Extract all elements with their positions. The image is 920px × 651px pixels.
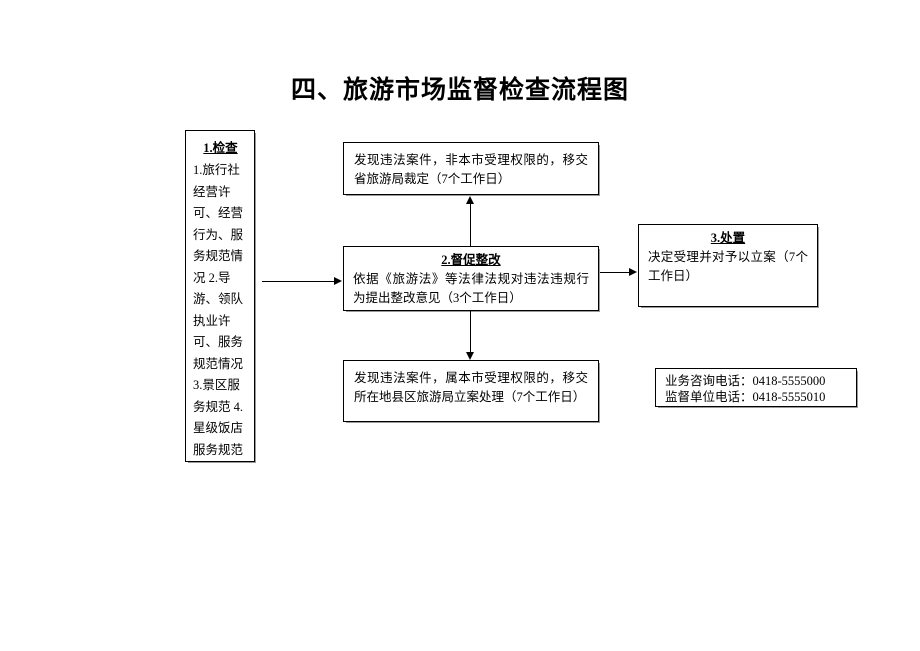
arrow-down-icon — [466, 352, 474, 360]
connector-line — [470, 311, 471, 353]
arrow-up-icon — [466, 196, 474, 204]
node-rectification: 2.督促整改 依据《旅游法》等法律法规对违法违规行为提出整改意见（3个工作日） — [343, 246, 599, 311]
node-disposal-title: 3.处置 — [710, 231, 746, 245]
connector-line — [262, 281, 335, 282]
contact-consult-phone: 业务咨询电话：0418-5555000 — [665, 374, 826, 388]
node-rectification-title: 2.督促整改 — [441, 253, 501, 267]
node-inspection-body: 1.旅行社经营许可、经营行为、服务规范情况 2.导游、领队执业许可、服务规范情况… — [193, 163, 244, 457]
node-disposal: 3.处置 决定受理并对予以立案（7个工作日） — [638, 224, 818, 307]
node-local-transfer-body: 发现违法案件，属本市受理权限的，移交所在地县区旅游局立案处理（7个工作日） — [354, 371, 588, 404]
contact-supervision-phone: 监督单位电话：0418-5555010 — [665, 390, 826, 404]
arrow-right-icon — [629, 268, 637, 276]
node-province-transfer-body: 发现违法案件，非本市受理权限的，移交省旅游局裁定（7个工作日） — [354, 153, 588, 186]
arrow-right-icon — [334, 277, 342, 285]
page-title: 四、旅游市场监督检查流程图 — [290, 77, 629, 104]
node-inspection-title: 1.检查 — [203, 141, 238, 155]
contact-info-box: 业务咨询电话：0418-5555000 监督单位电话：0418-5555010 — [655, 368, 857, 407]
node-rectification-body: 依据《旅游法》等法律法规对违法违规行为提出整改意见（3个工作日） — [353, 272, 589, 305]
node-province-transfer: 发现违法案件，非本市受理权限的，移交省旅游局裁定（7个工作日） — [343, 142, 599, 195]
node-disposal-body: 决定受理并对予以立案（7个工作日） — [648, 250, 808, 283]
node-local-transfer: 发现违法案件，属本市受理权限的，移交所在地县区旅游局立案处理（7个工作日） — [343, 360, 599, 422]
connector-line — [470, 203, 471, 246]
connector-line — [600, 272, 630, 273]
node-inspection: 1.检查 1.旅行社经营许可、经营行为、服务规范情况 2.导游、领队执业许可、服… — [185, 130, 255, 462]
